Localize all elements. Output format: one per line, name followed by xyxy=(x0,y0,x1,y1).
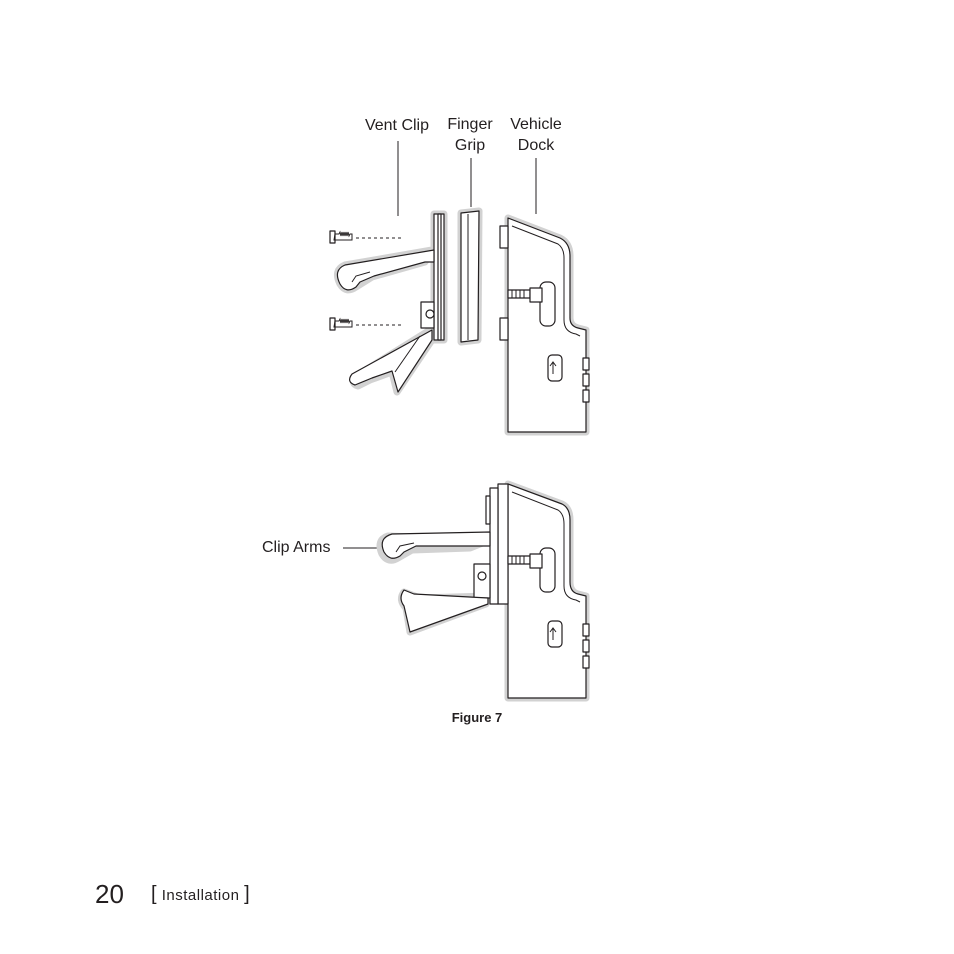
clip-arms-label: Clip Arms xyxy=(262,539,331,556)
vent-clip-lower-arm xyxy=(349,329,433,393)
finger-grip-label-line1: Finger xyxy=(447,116,493,133)
vent-clip xyxy=(333,210,448,396)
finger-grip xyxy=(457,207,483,346)
finger-grip-label: Finger Grip xyxy=(438,114,502,156)
close-bracket: ] xyxy=(244,883,251,905)
leader-lines xyxy=(343,141,537,549)
vehicle-dock-label: Vehicle Dock xyxy=(500,114,572,156)
figure-caption: Figure 7 xyxy=(451,710,503,725)
assembled-clip-lower-arm xyxy=(400,589,489,633)
page-number: 20 xyxy=(95,879,124,909)
vehicle-dock-label-line2: Dock xyxy=(517,137,555,154)
dock-connector-button xyxy=(547,354,563,382)
vehicle-dock-label-line1: Vehicle xyxy=(510,116,562,133)
screw-top xyxy=(329,230,402,244)
finger-grip-label-line2: Grip xyxy=(454,137,486,154)
vehicle-dock xyxy=(499,214,590,436)
section-name: Installation xyxy=(161,887,240,904)
screw-bottom xyxy=(329,317,404,331)
assembled-view xyxy=(376,480,590,702)
dock-release-button xyxy=(539,281,556,327)
assembled-clip-upper-arm xyxy=(381,531,491,559)
exploded-view xyxy=(329,207,590,436)
section-label: [ Installation ] xyxy=(151,881,250,909)
vent-clip-upper-arm xyxy=(336,249,435,291)
open-bracket: [ xyxy=(151,883,158,905)
vent-clip-label: Vent Clip xyxy=(364,117,430,134)
